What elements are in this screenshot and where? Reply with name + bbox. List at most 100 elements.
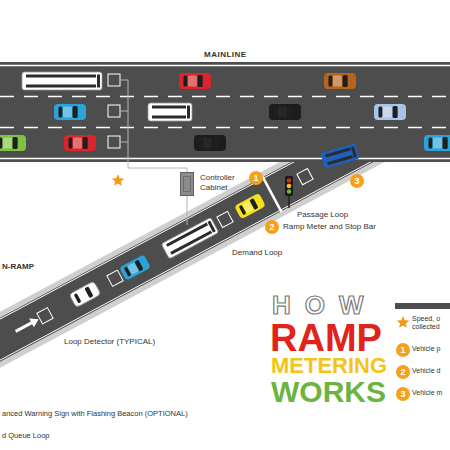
callout-circle-fill [350,174,364,188]
car [119,254,151,280]
callout-circle: 3 [396,387,410,401]
callout-circle: 3 [350,174,364,188]
title-word: WORKS [271,377,386,407]
vehicle-body [69,281,101,307]
car [234,193,266,219]
cabinet-door [183,176,191,192]
wire [128,80,187,172]
callout-circle: 2 [265,220,279,234]
vehicle-roof [383,107,392,118]
vehicle-body [148,103,192,121]
vehicle-roof [127,262,139,275]
part-label: Demand Loop [232,248,282,257]
vehicle-roof [73,138,82,149]
callout-circle-fill [265,220,279,234]
vehicle-window [328,76,332,87]
car [324,73,356,89]
vehicle-body [119,254,151,280]
loop-detector [108,105,120,117]
legend-bar [395,303,450,309]
vehicle-roof [278,107,287,118]
vehicle-window [198,138,202,149]
car [269,104,301,120]
callout-circle: 1 [249,171,263,185]
lane-divider [0,127,450,129]
part-label: Loop Detector (TYPICAL) [64,337,155,346]
mainline-surface [0,62,450,162]
wire [120,80,128,81]
ramp-edge-line [0,136,420,366]
vehicle-body [64,135,96,151]
vehicle-window [443,137,448,149]
signal-head [285,176,293,196]
vehicle-window [13,137,18,149]
vehicle-window [0,138,2,149]
wire [120,142,128,143]
vehicle-window [183,76,187,87]
cabinet-label: Controller Cabinet [200,173,248,192]
note-label: anced Warning Sign with Flashing Beacon … [2,410,188,419]
vehicle-window [73,106,78,118]
stop-bar [263,177,282,212]
car [0,135,26,151]
vehicle-body [234,193,266,219]
direction-arrow [13,315,41,336]
bus [148,103,192,121]
car [54,104,86,120]
vehicle-window [273,107,277,118]
vehicle-body [320,143,359,168]
callout-number: 3 [400,390,405,399]
callout-circle-fill [396,365,410,379]
vehicle-window [207,221,215,233]
vehicle-window [187,106,190,119]
legend-text: Vehicle p [412,345,448,353]
car [69,281,101,307]
vehicle-body [22,72,102,90]
vehicle-roof [333,76,342,87]
bus [320,143,359,168]
legend-text: Vehicle m [412,389,448,397]
vehicle-roof [63,107,72,118]
loop-detector [107,270,123,286]
controller-cabinet: Controller Cabinet [180,172,194,196]
car [374,104,406,120]
vehicle-window [325,147,351,157]
vehicle-window [97,75,100,88]
vehicle-window [327,155,353,165]
callout-circle: 1 [396,343,410,357]
vehicle-window [83,137,88,149]
callout-circle-fill [396,343,410,357]
car [64,135,96,151]
road-label: N-RAMP [2,262,34,271]
vehicle-window [58,107,62,118]
vehicle-window [428,138,432,149]
part-label: Passage Loop [297,210,348,219]
vehicle-window [378,107,382,118]
vehicle-window [213,137,218,149]
signal-light [287,178,292,183]
vehicle-body [54,104,86,120]
vehicle-window [343,75,348,87]
callout-circle-fill [396,387,410,401]
note-label: d Queue Loop [2,432,50,441]
wire [120,111,128,112]
mainline-road [0,62,450,162]
vehicle-body [0,135,26,151]
car [424,135,450,151]
legend-star [397,316,410,328]
callout-number: 2 [269,223,274,232]
vehicle-body [179,73,211,89]
detector-wires [120,80,187,225]
ramp-meter-signal [285,176,293,208]
vehicle-window [152,116,186,119]
vehicle-window [351,146,357,157]
vehicle-roof [77,289,89,302]
vehicle-window [26,75,96,78]
title-word: HOW [272,292,378,318]
callout-circle: 2 [396,365,410,379]
road-edge-line [0,158,450,160]
callout-number: 1 [400,346,405,355]
vehicle-roof [188,76,197,87]
